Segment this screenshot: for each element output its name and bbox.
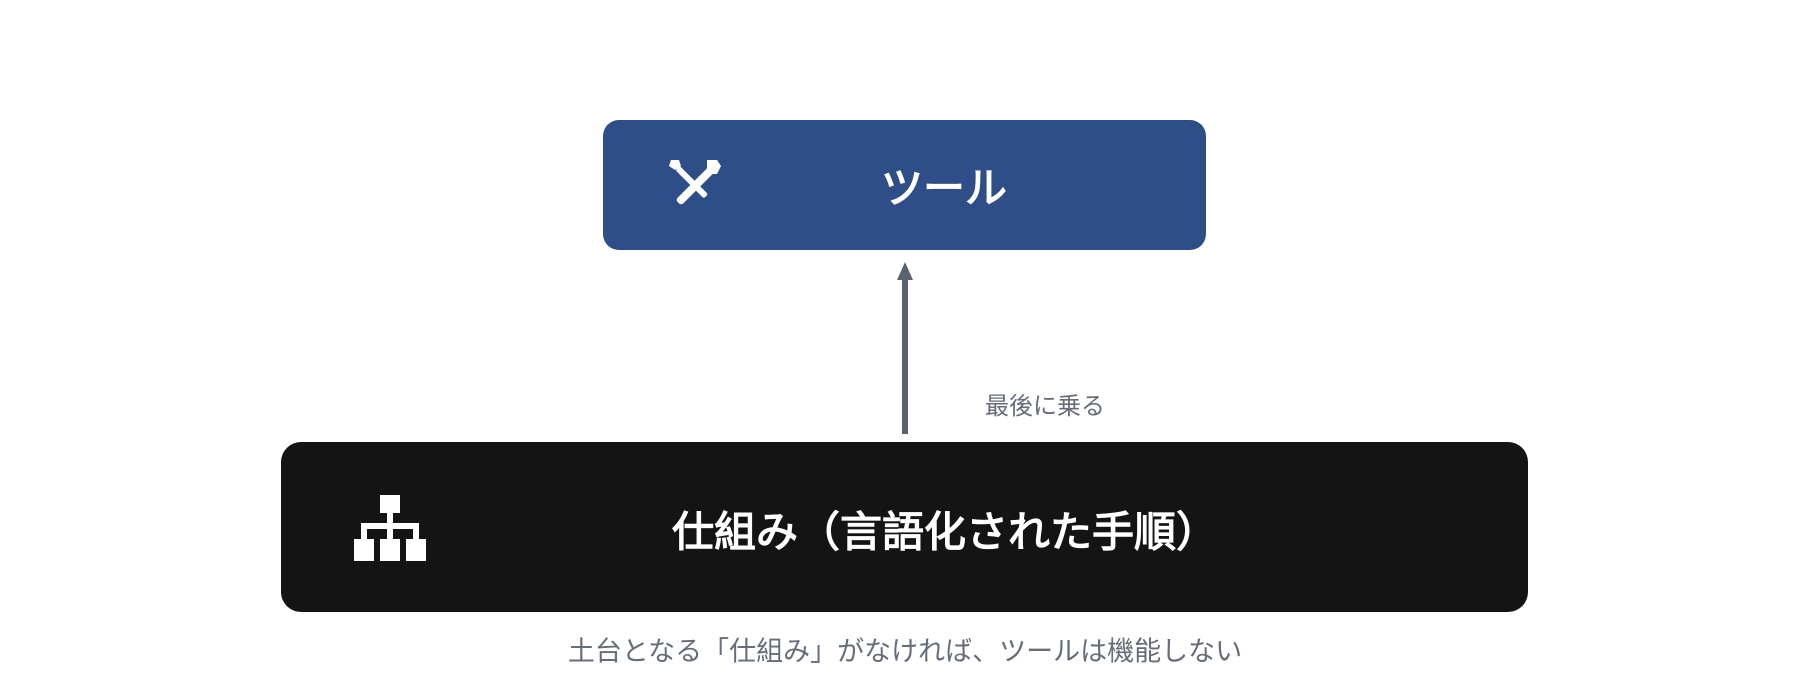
up-arrow (897, 262, 913, 434)
system-box-label: 仕組み（言語化された手順） (671, 507, 1219, 557)
system-box: 仕組み（言語化された手順） (281, 442, 1528, 612)
tool-box: ツール (603, 120, 1206, 250)
caption: 土台となる「仕組み」がなければ、ツールは機能しない (567, 636, 1243, 668)
tool-box-label: ツール (880, 163, 1008, 213)
arrow-label: 最後に乗る (985, 392, 1105, 420)
org-chart-icon (354, 495, 426, 561)
tools-icon (669, 160, 721, 205)
